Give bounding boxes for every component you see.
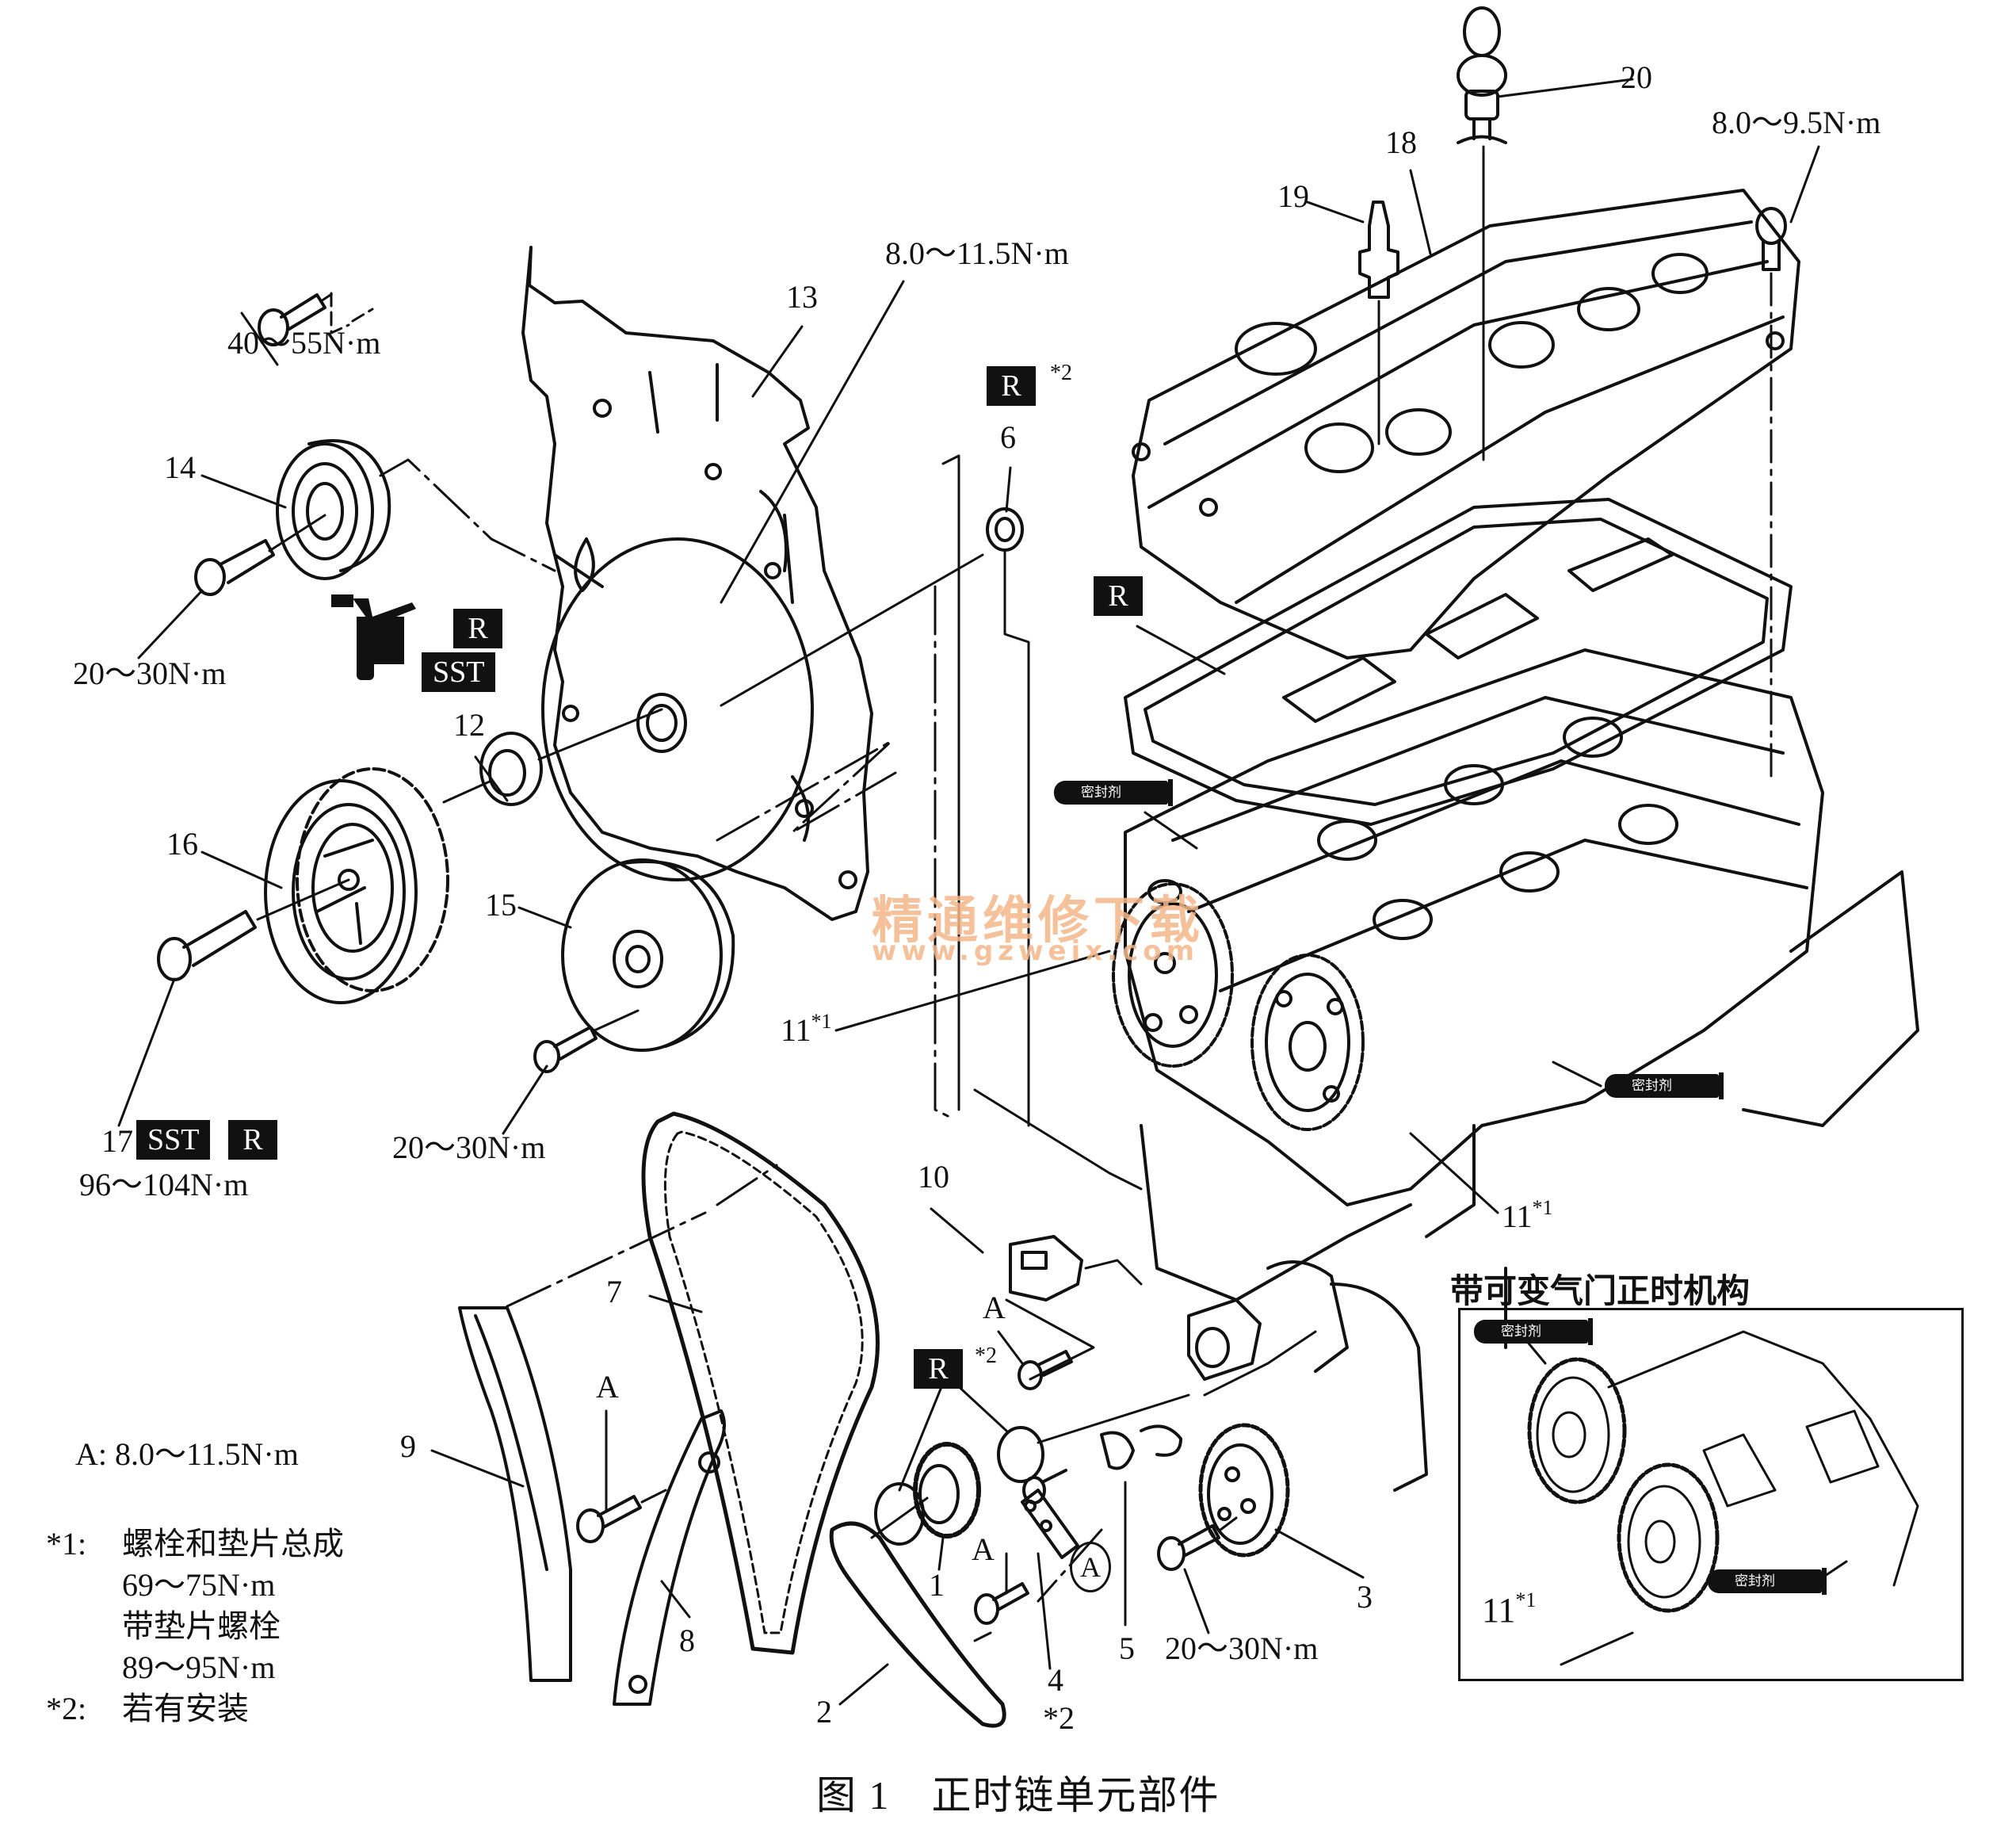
- chain-guide-left: [458, 1306, 572, 1682]
- replace-tag: R: [1094, 576, 1143, 616]
- label-part-1: 1: [929, 1567, 945, 1603]
- crankshaft-bolt: [157, 910, 257, 981]
- replace-tag: R: [228, 1120, 277, 1160]
- label-part-9: 9: [400, 1428, 416, 1464]
- footnote-1-line: 69～75N·m: [122, 1567, 276, 1603]
- bolt-5: [1022, 1424, 1182, 1504]
- camshaft-sprocket-intake: [1112, 879, 1234, 1068]
- label-part-5: 5: [1119, 1630, 1135, 1666]
- inset-title: 带可变气门正时机构: [1450, 1271, 1751, 1310]
- torque-label-cover-bolt: 8.0～11.5N·m: [885, 235, 1069, 271]
- label-part-11: 11*1: [781, 1010, 832, 1048]
- bolt-a-oil-pump: [1018, 1350, 1073, 1390]
- label-part-19: 19: [1277, 178, 1309, 214]
- label-part-10: 10: [918, 1159, 949, 1195]
- sealant-tube-icon: 密封剂: [1474, 1318, 1593, 1345]
- bolt-a-torque-spec: A: 8.0～11.5N·m: [75, 1436, 299, 1472]
- footnote-2-line: 若有安装: [122, 1691, 249, 1726]
- watermark-text: 精通维修下载: [872, 892, 1205, 950]
- label-part-6: 6: [1000, 419, 1016, 455]
- footnote-1-key: *1:: [46, 1526, 87, 1562]
- inset-box: [1458, 1308, 1964, 1681]
- label-part-11: 11*1: [1502, 1196, 1553, 1234]
- label-part-13: 13: [786, 279, 818, 315]
- figure-caption: 图 1 正时链单元部件: [816, 1773, 1220, 1818]
- footnote-1-line: 螺栓和垫片总成: [122, 1526, 344, 1562]
- label-part-16: 16: [166, 826, 198, 862]
- torque-label-valve-cover-bolt: 8.0～9.5N·m: [1712, 105, 1881, 140]
- bolt-a-tensioner: [974, 1582, 1029, 1625]
- label-part-15: 15: [485, 887, 517, 923]
- bolt-idler-lower: [533, 1026, 598, 1073]
- head-cover-gasket: [1124, 498, 1793, 826]
- bolt-a-circle-marker: A: [1070, 1542, 1111, 1592]
- footnote-2-key: *2:: [46, 1691, 87, 1726]
- oil-filler-cap: [1457, 6, 1507, 144]
- sealant-tube-icon: 密封剂: [1708, 1568, 1827, 1595]
- oil-pump-chain: [829, 1521, 1006, 1728]
- torque-label-idler-upper: 20～30N·m: [73, 656, 227, 691]
- label-part-7: 7: [606, 1274, 622, 1309]
- replace-tag: R: [987, 366, 1036, 406]
- sealant-tube-icon: 密封剂: [1605, 1072, 1724, 1099]
- spark-plug: [1358, 201, 1399, 299]
- bolt-a-label: A: [972, 1531, 995, 1567]
- crankshaft-oil-seal: [479, 732, 543, 806]
- idler-pulley-upper: [276, 439, 391, 580]
- bolt-a-label: A: [983, 1290, 1006, 1325]
- replace-tag: R: [453, 609, 502, 648]
- inset-drawing: [1524, 1330, 1919, 1666]
- label-part-8: 8: [679, 1623, 695, 1658]
- label-part-12: 12: [453, 707, 485, 743]
- label-part-4: 4: [1048, 1662, 1063, 1698]
- cylinder-head: [1124, 648, 1919, 1349]
- replace-tag: R: [914, 1349, 963, 1389]
- valve-cover-bolt: [1755, 207, 1787, 271]
- watermark-url: www.gzweix.com: [872, 935, 1200, 967]
- timing-cover: [521, 246, 873, 921]
- bolt-a-guide: [576, 1495, 642, 1543]
- camshaft-sprocket-exhaust: [1250, 954, 1365, 1131]
- sst-tool-icon: [331, 594, 416, 680]
- torque-label-crank-bolt: 96～104N·m: [79, 1167, 249, 1202]
- footnote-2-marker: *2: [1050, 361, 1072, 385]
- crankshaft-nose: [1187, 1260, 1428, 1492]
- crank-driven-sprocket: [1198, 1423, 1290, 1558]
- label-part-14: 14: [164, 449, 196, 485]
- sst-tag: SST: [136, 1120, 211, 1160]
- footnote-2-marker: *2: [975, 1344, 997, 1368]
- torque-label-40-55: 40～55N·m: [227, 325, 381, 361]
- torque-label-idler-lower: 20～30N·m: [392, 1130, 546, 1165]
- sealant-tube-icon: 密封剂: [1054, 779, 1173, 806]
- torque-label-sprocket-bolt: 20～30N·m: [1165, 1630, 1319, 1666]
- bolt-idler-upper: [194, 539, 275, 596]
- label-part-2: 2: [816, 1694, 832, 1730]
- bolt-a-label: A: [596, 1369, 619, 1405]
- footnotes: *1: 螺栓和垫片总成 69～75N·m 带垫片螺栓 89～95N·m *2: 若有…: [46, 1523, 344, 1730]
- label-part-20: 20: [1621, 59, 1652, 95]
- sst-tag: SST: [422, 652, 496, 692]
- label-part-11-inset: 11*1: [1482, 1588, 1537, 1630]
- camshaft-oil-seal: [986, 507, 1024, 552]
- chain-tensioner: [1021, 1489, 1079, 1559]
- oil-pump-sprocket: [874, 1426, 1044, 1546]
- tensioner-arm: [613, 1409, 726, 1706]
- label-part-17: 17: [101, 1123, 133, 1159]
- footnote-1-line: 89～95N·m: [122, 1649, 276, 1685]
- leader-lines: [117, 78, 1820, 1706]
- label-part-4-note: *2: [1043, 1700, 1075, 1736]
- valve-cover: [1132, 189, 1800, 659]
- oil-pump-body: [1009, 1235, 1083, 1302]
- bolt-sprocket-3: [1157, 1524, 1220, 1571]
- footnote-1-line: 带垫片螺栓: [122, 1608, 281, 1644]
- label-part-18: 18: [1385, 124, 1417, 160]
- crankshaft-damper-pulley: [264, 767, 449, 1004]
- label-part-3: 3: [1357, 1579, 1373, 1615]
- idler-pulley-lower: [561, 858, 735, 1052]
- timing-chain: [641, 1111, 880, 1655]
